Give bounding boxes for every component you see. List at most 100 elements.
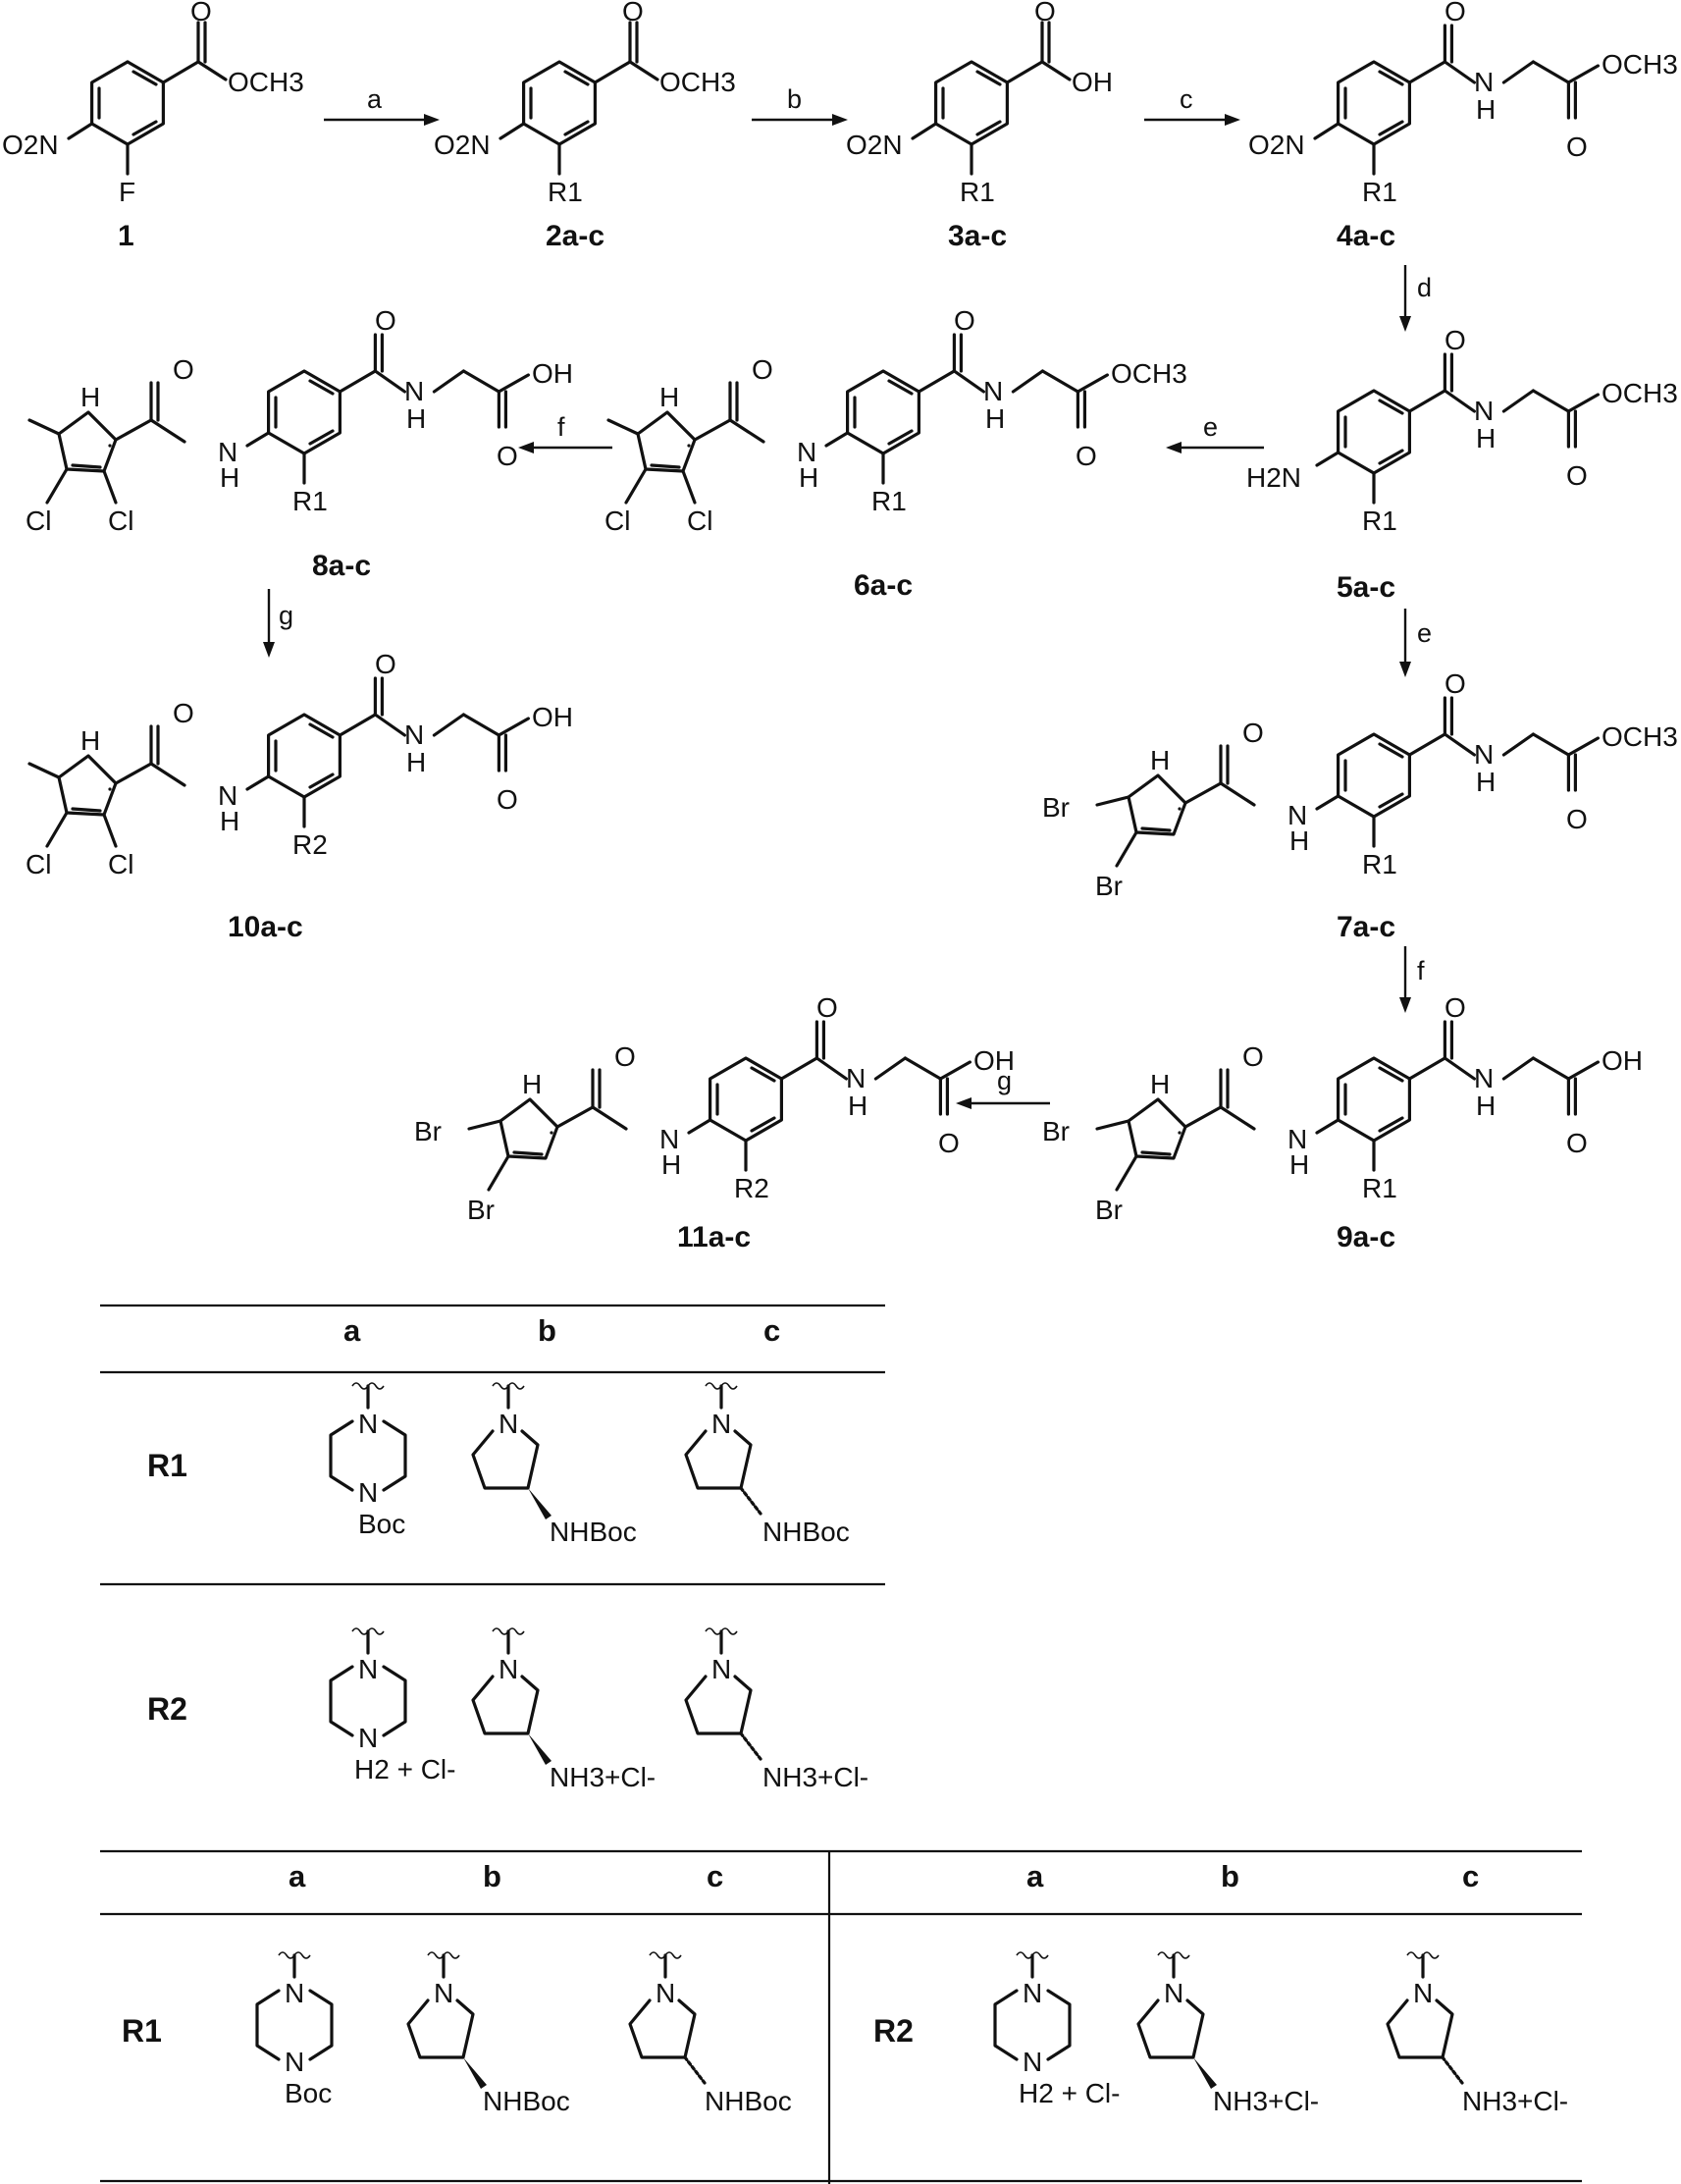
row-r2: R2: [873, 2013, 914, 2049]
atom-cl: Cl: [26, 506, 51, 536]
atom-br: Br: [1042, 1116, 1070, 1146]
col-b: b: [1221, 1859, 1239, 1893]
label-6: 6a-c: [854, 569, 913, 602]
label-3: 3a-c: [948, 220, 1007, 252]
atom-h: H: [848, 1091, 867, 1121]
sub-r2-c: NH3+Cl-: [762, 1762, 868, 1792]
atom-n: N: [358, 1723, 378, 1753]
atom-n: N: [659, 1124, 679, 1154]
atom-n: N: [404, 719, 424, 750]
sub-r1-a: Boc: [285, 2078, 332, 2108]
compound-2: O OCH3 O2N R1: [434, 0, 736, 207]
atom-n: N: [1474, 396, 1494, 426]
atom-f: F: [119, 177, 135, 207]
atom-ester: OCH3: [1602, 721, 1678, 752]
atom-n: N: [846, 1063, 866, 1093]
compound-1: O OCH3 O2N F: [2, 0, 304, 207]
sub-r2-b: NH3+Cl-: [1213, 2086, 1319, 2116]
atom-h: H: [1289, 1149, 1309, 1180]
atom-n: N: [797, 437, 816, 467]
sub-r1-a: Boc: [358, 1509, 405, 1539]
atom-o: O: [497, 441, 518, 471]
atom-h2n: H2N: [1246, 462, 1301, 493]
atom-br: Br: [1095, 871, 1123, 901]
atom-n: N: [711, 1654, 731, 1684]
atom-n: N: [358, 1409, 378, 1439]
atom-n: N: [1287, 800, 1307, 830]
atom-o: O: [1566, 1128, 1588, 1158]
atom-r1: R1: [960, 177, 995, 207]
atom-h: H: [1476, 1091, 1496, 1121]
atom-o: O: [1445, 325, 1466, 355]
atom-n: N: [499, 1654, 518, 1684]
label-10: 10a-c: [228, 911, 303, 943]
atom-n: N: [218, 437, 237, 467]
compound-6: O N H O OCH3 N H O H Cl Cl R1: [604, 305, 1187, 536]
row-r1: R1: [147, 1448, 187, 1483]
atom-n: N: [358, 1477, 378, 1508]
atom-r2: R2: [734, 1173, 769, 1203]
atom-nh: H: [522, 1069, 542, 1099]
step-f: f: [1417, 956, 1425, 985]
atom-nh: H: [659, 382, 679, 412]
label-5: 5a-c: [1337, 571, 1395, 604]
atom-br: Br: [467, 1195, 495, 1225]
label-8: 8a-c: [312, 550, 371, 582]
atom-n: N: [285, 1978, 304, 2008]
atom-n: N: [1474, 1063, 1494, 1093]
atom-no2: O2N: [1248, 130, 1305, 160]
label-11: 11a-c: [677, 1221, 751, 1253]
atom-o: O: [614, 1041, 636, 1072]
atom-h: H: [1476, 423, 1496, 453]
atom-o: O: [1242, 1041, 1264, 1072]
label-7: 7a-c: [1337, 911, 1395, 943]
atom-n: N: [218, 780, 237, 811]
atom-n: N: [711, 1409, 731, 1439]
step-e: e: [1417, 618, 1432, 648]
atom-o: O: [1445, 668, 1466, 699]
atom-o: O: [622, 0, 644, 27]
atom-n: N: [983, 376, 1003, 406]
atom-no2: O2N: [846, 130, 903, 160]
atom-cl: Cl: [108, 506, 133, 536]
atom-o: O: [375, 649, 396, 679]
atom-h: H: [1476, 94, 1496, 125]
atom-o: O: [1566, 132, 1588, 162]
atom-ester: OCH3: [1602, 378, 1678, 408]
atom-ester: OCH3: [228, 67, 304, 97]
atom-oh: OH: [532, 358, 573, 389]
atom-n: N: [1474, 739, 1494, 770]
sub-r2-c: NH3+Cl-: [1462, 2086, 1568, 2116]
sub-r2-a: H2 + Cl-: [354, 1754, 455, 1784]
atom-n: N: [1287, 1124, 1307, 1154]
col-b: b: [538, 1313, 556, 1348]
step-a: a: [367, 84, 383, 114]
label-9: 9a-c: [1337, 1221, 1395, 1253]
label-1: 1: [118, 220, 134, 252]
col-c: c: [763, 1313, 780, 1348]
atom-n: N: [656, 1978, 675, 2008]
compound-8: O N H O OH N H O H Cl Cl R1: [26, 305, 573, 536]
atom-o: O: [173, 698, 194, 728]
atom-cl: Cl: [26, 849, 51, 879]
atom-r1: R1: [1362, 1173, 1397, 1203]
atom-nh: H: [1150, 1069, 1170, 1099]
atom-oh: OH: [1072, 67, 1113, 97]
atom-n: N: [499, 1409, 518, 1439]
col-a: a: [1026, 1859, 1044, 1893]
atom-n: N: [1023, 1978, 1042, 2008]
atom-n: N: [434, 1978, 453, 2008]
atom-o: O: [1034, 0, 1056, 27]
atom-cl: Cl: [687, 506, 712, 536]
sub-r1-b: NHBoc: [550, 1517, 637, 1547]
step-f: f: [557, 412, 565, 442]
atom-o: O: [1566, 460, 1588, 491]
atom-o: O: [173, 354, 194, 385]
atom-br: Br: [1042, 792, 1070, 823]
sub-r2-a: H2 + Cl-: [1019, 2078, 1120, 2108]
atom-nh: H: [80, 382, 100, 412]
atom-r1: R1: [871, 486, 907, 516]
atom-oh: OH: [532, 702, 573, 732]
col-c: c: [707, 1859, 723, 1893]
atom-o: O: [938, 1128, 960, 1158]
